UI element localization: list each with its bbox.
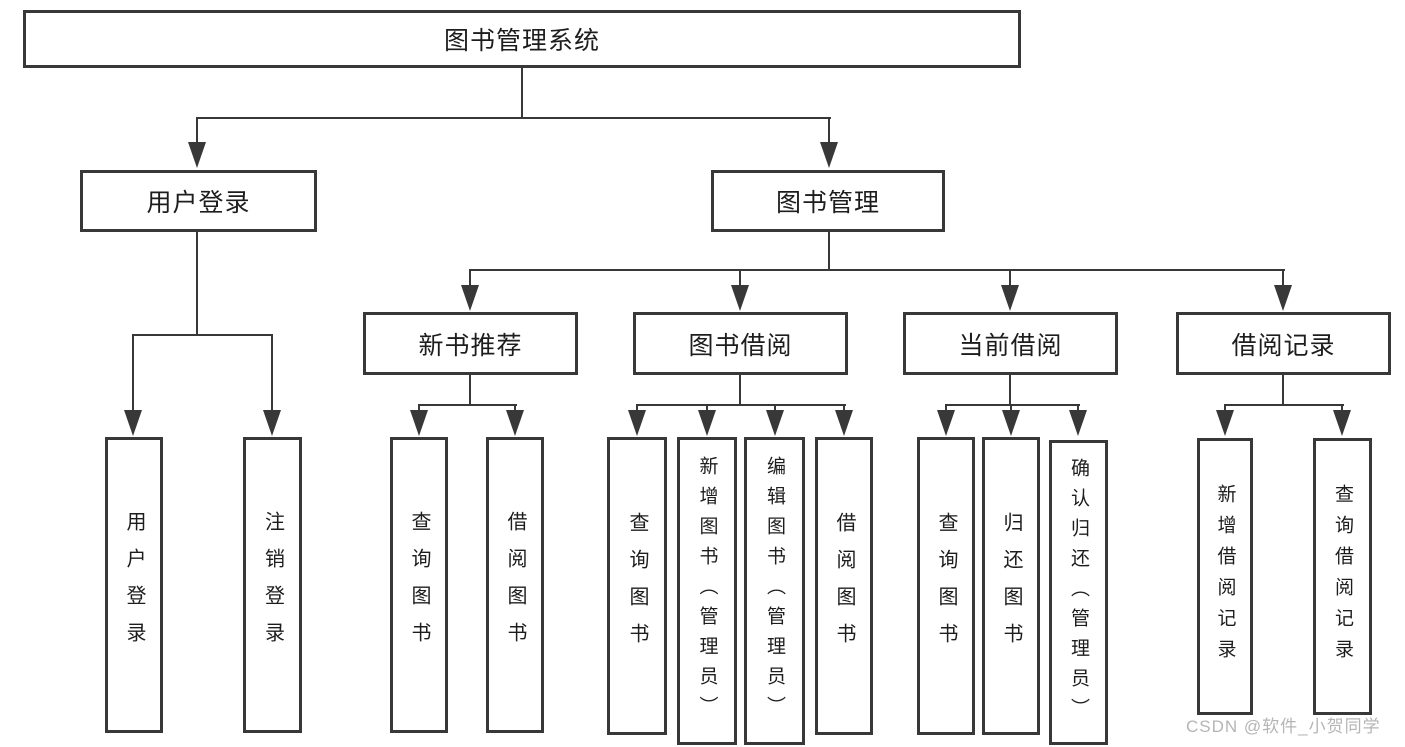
arrow-down-icon (1216, 410, 1234, 436)
arrow-down-icon (188, 142, 206, 168)
connector-stub-leaf-logout (271, 334, 273, 412)
leaf-query-borrow-record-label: 查询借阅记录 (1332, 483, 1353, 670)
connector-g1-stub1 (418, 404, 420, 413)
connector-g2-stub4 (843, 404, 845, 413)
leaf-add-borrow-record-label: 新增借阅记录 (1214, 483, 1236, 670)
arrow-down-icon (766, 410, 784, 436)
connector-stub-borrow-records (1282, 269, 1284, 287)
connector-g2-stub1 (636, 404, 638, 413)
connector-stub-user-login (196, 117, 198, 144)
arrow-down-icon (835, 410, 853, 436)
node-user-login-label: 用户登录 (146, 189, 251, 217)
arrow-down-icon (731, 285, 749, 311)
connector-stub-current-borrow (1009, 269, 1011, 287)
root-node-label: 图书管理系统 (443, 27, 600, 55)
connector-g3-stub1 (945, 404, 947, 413)
connector-level3 (469, 269, 1285, 271)
leaf-logout: 注销登录 (243, 437, 302, 733)
node-book-borrow-label: 图书借阅 (688, 331, 793, 360)
connector-g4-stub1 (1224, 404, 1226, 413)
node-book-management: 图书管理 (711, 170, 945, 232)
leaf-confirm-return-admin-label: 确认归还（管理员） (1068, 457, 1089, 728)
connector-stub-new-book (469, 269, 471, 287)
node-user-login: 用户登录 (80, 170, 317, 232)
leaf-return-book-label: 归还图书 (1000, 512, 1022, 660)
connector-g3-stem (1009, 375, 1011, 406)
connector-g3-stub3 (1077, 404, 1079, 413)
leaf-add-book-admin-label: 新增图书（管理员） (696, 456, 718, 726)
arrow-down-icon (461, 285, 479, 311)
leaf-query-books-1-label: 查询图书 (408, 511, 430, 659)
leaf-query-books-3-label: 查询图书 (935, 512, 957, 660)
node-current-borrow: 当前借阅 (903, 312, 1118, 375)
connector-g3-stub2 (1010, 404, 1012, 413)
connector-root-stem (521, 68, 523, 118)
leaf-edit-book-admin-label: 编辑图书（管理员） (764, 456, 785, 726)
root-node: 图书管理系统 (23, 10, 1021, 68)
arrow-down-icon (628, 410, 646, 436)
arrow-down-icon (820, 142, 838, 168)
leaf-borrow-books-1-label: 借阅图书 (504, 511, 526, 659)
arrow-down-icon (410, 410, 428, 436)
arrow-down-icon (1001, 285, 1019, 311)
arrow-down-icon (506, 410, 524, 436)
node-current-borrow-label: 当前借阅 (958, 331, 1063, 360)
leaf-user-login: 用户登录 (105, 437, 163, 733)
arrow-down-icon (937, 410, 955, 436)
connector-g4 (1224, 404, 1344, 406)
node-borrow-records-label: 借阅记录 (1231, 331, 1336, 360)
leaf-logout-label: 注销登录 (261, 511, 284, 659)
connector-stub-book-management (828, 117, 830, 144)
arrow-down-icon (698, 410, 716, 436)
leaf-return-book: 归还图书 (982, 437, 1040, 735)
connector-g2 (636, 404, 846, 406)
leaf-query-books-2: 查询图书 (607, 437, 667, 735)
leaf-query-borrow-record: 查询借阅记录 (1313, 438, 1372, 715)
leaf-query-books-2-label: 查询图书 (626, 512, 648, 660)
connector-g4-stub2 (1341, 404, 1343, 413)
arrow-down-icon (124, 410, 142, 436)
node-book-borrow: 图书借阅 (633, 312, 848, 375)
leaf-confirm-return-admin: 确认归还（管理员） (1049, 440, 1108, 745)
csdn-watermark: CSDN @软件_小贺同学 (1186, 717, 1381, 736)
connector-branchB-stem (828, 232, 830, 271)
leaf-add-borrow-record: 新增借阅记录 (1197, 438, 1253, 715)
connector-stub-book-borrow (739, 269, 741, 287)
leaf-query-books-1: 查询图书 (390, 437, 448, 733)
connector-branchA (132, 334, 273, 336)
arrow-down-icon (1274, 285, 1292, 311)
leaf-edit-book-admin: 编辑图书（管理员） (744, 437, 805, 745)
leaf-borrow-books-2: 借阅图书 (815, 437, 873, 735)
leaf-borrow-books-1: 借阅图书 (486, 437, 544, 733)
arrow-down-icon (1069, 410, 1087, 436)
connector-g1-stub2 (514, 404, 516, 413)
leaf-borrow-books-2-label: 借阅图书 (833, 512, 855, 660)
node-new-book-recommend: 新书推荐 (363, 312, 578, 375)
arrow-down-icon (1333, 410, 1351, 436)
node-book-management-label: 图书管理 (775, 189, 880, 217)
arrow-down-icon (263, 410, 281, 436)
connector-g1 (418, 404, 517, 406)
node-borrow-records: 借阅记录 (1176, 312, 1391, 375)
leaf-query-books-3: 查询图书 (917, 437, 975, 735)
connector-g2-stub2 (706, 404, 708, 413)
leaf-user-login-label: 用户登录 (123, 511, 145, 659)
leaf-add-book-admin: 新增图书（管理员） (677, 437, 737, 745)
connector-g1-stem (469, 375, 471, 406)
connector-g4-stem (1282, 375, 1284, 406)
connector-stub-leaf-user-login (132, 334, 134, 412)
connector-branchA-stem (196, 232, 198, 336)
connector-level2 (196, 117, 831, 119)
connector-g2-stub3 (774, 404, 776, 413)
connector-g3 (945, 404, 1080, 406)
arrow-down-icon (1002, 410, 1020, 436)
node-new-book-recommend-label: 新书推荐 (418, 331, 523, 360)
connector-g2-stem (739, 375, 741, 406)
